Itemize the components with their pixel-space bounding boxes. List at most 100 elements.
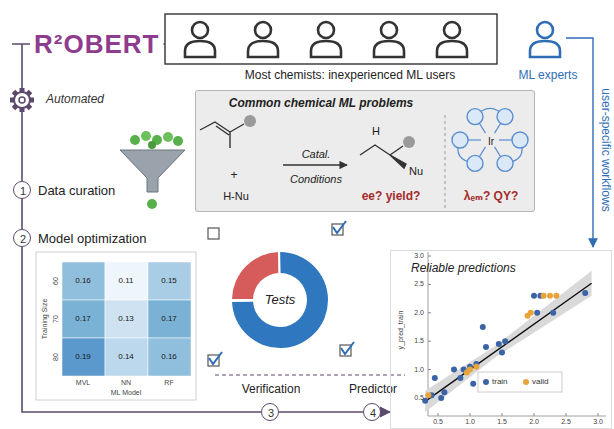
axis-label: 70 [52, 315, 60, 323]
node-subtext: Model optimization [38, 232, 146, 246]
tick [534, 413, 535, 416]
ligand-bond [479, 123, 486, 133]
data-point [553, 293, 559, 299]
data-point [550, 310, 556, 316]
funnel-icon-part [163, 132, 173, 142]
tick [428, 341, 431, 342]
heatmap-cell [105, 300, 148, 338]
tick [428, 369, 431, 370]
data-point [473, 364, 479, 370]
heatmap-value: 0.16 [161, 353, 177, 362]
reaction-arrow-part [283, 164, 347, 165]
people-row [165, 14, 560, 64]
caption: Most chemists: inexperienced ML users [245, 69, 455, 82]
node-text: 1 [20, 185, 26, 197]
axis-label: ML Model [111, 389, 141, 397]
heatmap-part [62, 262, 191, 376]
tick [502, 413, 503, 416]
dashed-divider [215, 375, 405, 376]
heatmap-value: 0.17 [161, 315, 177, 324]
node-subtext: Catal. [302, 148, 331, 160]
tick-label: 1.5 [414, 337, 424, 345]
data-point [541, 293, 547, 299]
node-subtext: H [372, 125, 380, 137]
node-text: 2 [20, 233, 26, 245]
tick-label: 1.5 [497, 418, 507, 426]
tick-label: 0.5 [414, 394, 424, 402]
data-point [432, 375, 438, 381]
checkboxes-part [208, 228, 219, 239]
scatter-plot [422, 252, 606, 416]
scatter-plot-part [422, 252, 606, 416]
data-point [467, 367, 473, 373]
ligand-circle [512, 132, 528, 148]
data-point [457, 375, 463, 381]
tick-label: 2.0 [529, 418, 539, 426]
tick-label: y_pred_train [397, 311, 405, 350]
tick-label: 3.0 [414, 252, 424, 260]
ligand-bond [499, 139, 512, 140]
gear-icon-part [14, 92, 30, 108]
tick [566, 413, 567, 416]
ligand-bond [479, 147, 486, 157]
gear-icon-part [10, 88, 34, 112]
funnel-icon-part [147, 199, 157, 209]
heatmap-value: 0.11 [119, 277, 134, 286]
node-subtext: Data curation [38, 184, 115, 198]
ligand-circle [497, 155, 513, 171]
problem-box: Common chemical ML problems+H-NuCatal.Co… [195, 90, 535, 212]
tick [428, 312, 431, 313]
axis-label: 60 [52, 277, 60, 285]
tick-label: 0.5 [433, 418, 443, 426]
funnel-icon-part [148, 141, 156, 149]
donut-segment [232, 252, 328, 348]
people-row-part [165, 14, 497, 64]
tick-label: 3.0 [593, 418, 603, 426]
people-row-part-part [437, 22, 467, 57]
checkboxes-part [209, 221, 354, 364]
heatmap-cell [62, 262, 105, 300]
imine-structure-part [244, 115, 256, 127]
data-point [496, 341, 502, 347]
step-circle: 2Model optimization [13, 229, 31, 247]
node-subtext: Nu [409, 165, 423, 177]
legend-text: train [492, 378, 508, 387]
step-circle: 1Data curation [13, 181, 31, 199]
imine-structure-part [200, 122, 244, 148]
ligand-bond [495, 123, 502, 133]
data-point [582, 290, 588, 296]
data-point [441, 389, 447, 395]
tests-donut: Tests [230, 250, 330, 350]
problem-box-ground-part [445, 115, 446, 208]
amine-product-part [390, 155, 406, 168]
node-subtext: H-Nu [223, 190, 249, 202]
people-row-part [530, 22, 560, 57]
process-connector [22, 247, 261, 412]
funnel-icon-part [130, 135, 140, 145]
data-point [547, 293, 553, 299]
funnel-icon [120, 131, 185, 209]
amine-product-part [403, 136, 415, 148]
node-subtext: Verification [242, 383, 301, 396]
step-circle: 4Predictor [363, 403, 381, 421]
ligand-bond [495, 147, 502, 157]
problem-box-ground [195, 90, 535, 212]
problem-box-ground-part [195, 90, 535, 212]
heatmap-value: 0.19 [75, 353, 91, 362]
node-subtext: + [230, 169, 237, 182]
ligand-bond [468, 139, 481, 140]
process-connector [381, 411, 390, 413]
scatter-plot-part [478, 372, 562, 392]
amine-product [360, 136, 415, 168]
dashed-divider-part [215, 375, 405, 376]
process-line-part [12, 44, 30, 181]
tick [428, 284, 431, 285]
checkboxes [208, 221, 354, 366]
gear-icon [10, 88, 34, 112]
data-point [499, 350, 505, 356]
ligand-circle [497, 109, 513, 125]
node-subtext: ee? yield? [362, 190, 421, 203]
people-row-part [185, 22, 467, 57]
funnel-icon-part [120, 150, 185, 192]
heatmap-cell [105, 338, 148, 376]
